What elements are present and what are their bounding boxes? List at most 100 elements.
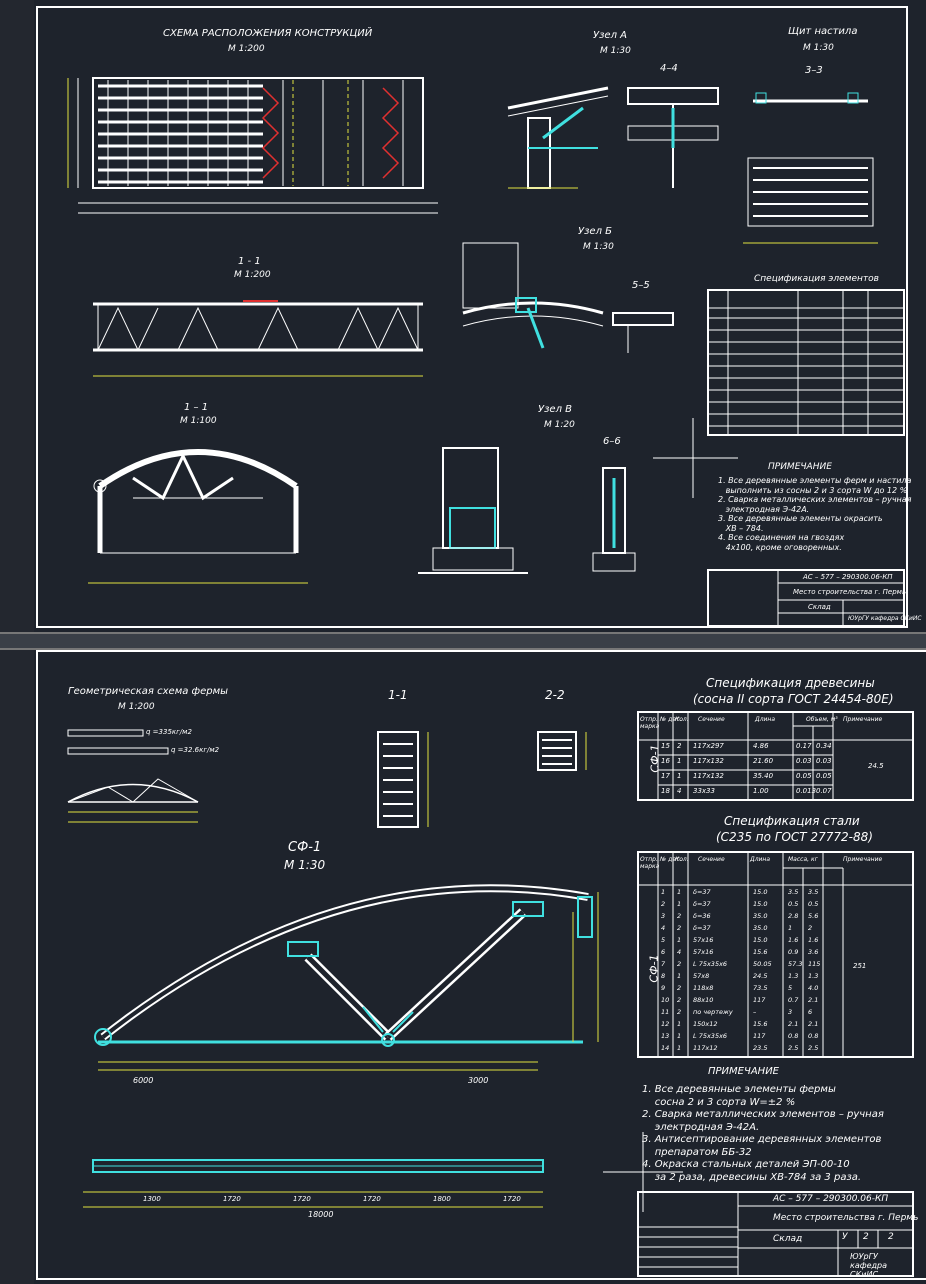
table-cell: 1 bbox=[677, 936, 682, 944]
section-1-1-scale-b: М 1:100 bbox=[180, 416, 217, 426]
section-1-1-title-a: 1 - 1 bbox=[238, 256, 261, 267]
stamp2-sheet-type: У bbox=[842, 1232, 848, 1242]
table-cell: 11 bbox=[661, 1008, 670, 1016]
table-cell: 0.34 bbox=[816, 742, 832, 750]
note-line: 3. Все деревянные элементы окрасить bbox=[718, 514, 883, 523]
table-cell: 35.40 bbox=[753, 772, 774, 780]
table-cell: 115 bbox=[808, 960, 821, 968]
table-cell: 0.5 bbox=[788, 900, 799, 908]
table-total: 24.5 bbox=[868, 762, 884, 770]
table-cell: δ=37 bbox=[693, 924, 711, 932]
table-cell: 13 bbox=[661, 1032, 670, 1040]
sheet-separator bbox=[0, 632, 926, 650]
table-cell: 0.8 bbox=[788, 1032, 799, 1040]
uzel-b-title: Узел Б bbox=[578, 226, 612, 237]
table-cell: 0.8 bbox=[808, 1032, 819, 1040]
stamp2-place: Место строительства г. Пермь bbox=[773, 1213, 919, 1223]
table-cell: 4 bbox=[661, 924, 666, 932]
table-cell: 3 bbox=[661, 912, 666, 920]
section-4-4 bbox=[627, 87, 719, 188]
stamp2-sheet-total: 2 bbox=[888, 1232, 894, 1242]
table-header: Кол. bbox=[675, 856, 689, 863]
table-cell: 2.1 bbox=[788, 1020, 799, 1028]
uzel-v-scale: М 1:20 bbox=[544, 420, 575, 430]
table-cell: 1 bbox=[677, 772, 682, 780]
table-cell: 8 bbox=[661, 972, 666, 980]
table-cell: 15.0 bbox=[753, 888, 768, 896]
note-line: 4. Все соединения на гвоздях bbox=[718, 533, 845, 542]
table-cell: 57x8 bbox=[693, 972, 710, 980]
shchit-scale: М 1:30 bbox=[803, 43, 834, 53]
table-cell: 35.0 bbox=[753, 912, 768, 920]
sheet2-drawing bbox=[67, 711, 914, 1277]
table-cell: 16 bbox=[661, 757, 670, 765]
table-cell: 4.0 bbox=[808, 984, 819, 992]
shchit-title: Щит настила bbox=[788, 26, 858, 37]
geom-scale: М 1:200 bbox=[118, 702, 155, 712]
note-line: за 2 раза, древесины ХВ-784 за 3 раза. bbox=[642, 1171, 862, 1183]
dimension-label: 1720 bbox=[293, 1195, 311, 1203]
plan-layout bbox=[67, 77, 438, 214]
table-cell: 1.6 bbox=[808, 936, 819, 944]
table-total: 251 bbox=[853, 962, 867, 970]
table-cell: 0.7 bbox=[788, 996, 799, 1004]
table-cell: 15.6 bbox=[753, 1020, 768, 1028]
note-line: 2. Сварка металлических элементов – ручн… bbox=[642, 1109, 884, 1120]
table-cell: 2 bbox=[677, 1008, 682, 1016]
table-cell: 1 bbox=[677, 888, 682, 896]
table-cell: 33x33 bbox=[693, 787, 715, 795]
table-cell: 2 bbox=[808, 924, 813, 932]
table-mark: СФ-1 bbox=[647, 954, 661, 983]
table-cell: 2.5 bbox=[808, 1044, 819, 1052]
table-header: Длина bbox=[755, 716, 776, 723]
note-line: 4. Окраска стальных деталей ЭП-00-10 bbox=[642, 1159, 850, 1170]
table-cell: 14 bbox=[661, 1044, 670, 1052]
spec-elements-title: Спецификация элементов bbox=[754, 274, 879, 284]
table-header: Объем, м³ bbox=[806, 716, 838, 723]
table-cell: 5.6 bbox=[808, 912, 819, 920]
uzel-b-detail bbox=[462, 242, 604, 349]
table-cell: 57x16 bbox=[693, 936, 714, 944]
bottom-chord-plan bbox=[83, 1159, 544, 1208]
note-line: препаратом ББ-32 bbox=[642, 1146, 752, 1158]
table-cell: 4.86 bbox=[753, 742, 769, 750]
table-cell: 117x12 bbox=[693, 1044, 718, 1052]
dimension-label: 1720 bbox=[503, 1195, 521, 1203]
table-cell: 1 bbox=[788, 924, 793, 932]
table-cell: L 75x35x6 bbox=[693, 960, 728, 968]
table-cell: 15.0 bbox=[753, 900, 768, 908]
table-cell: 88x10 bbox=[693, 996, 714, 1004]
table-header: № дет. bbox=[660, 856, 682, 863]
table-cell: δ=37 bbox=[693, 888, 711, 896]
section-1-1-m200 bbox=[93, 300, 423, 377]
plan-scale: М 1:200 bbox=[228, 44, 265, 54]
table-cell: δ=36 bbox=[693, 912, 711, 920]
table-cell: 17 bbox=[661, 772, 670, 780]
table-cell: 12 bbox=[661, 1020, 670, 1028]
table-cell: 73.5 bbox=[753, 984, 768, 992]
table-cell: 1 bbox=[677, 900, 682, 908]
table-header: Сечение bbox=[698, 856, 725, 863]
table-cell: 15.0 bbox=[753, 936, 768, 944]
table-cell: 21.60 bbox=[753, 757, 774, 765]
stamp1-object: Склад bbox=[808, 603, 831, 611]
section-1-1-sheet2 bbox=[377, 731, 429, 828]
table-cell: 2 bbox=[661, 900, 666, 908]
stamp2-dept: ЮУрГУ кафедра СКиИС bbox=[850, 1252, 888, 1279]
table-cell: 57.3 bbox=[788, 960, 803, 968]
table-cell: 1 bbox=[677, 757, 682, 765]
section-2-2-label: 2-2 bbox=[545, 688, 565, 702]
table-cell: 3.5 bbox=[788, 888, 799, 896]
table-cell: 1.00 bbox=[753, 787, 769, 795]
notes2-title: ПРИМЕЧАНИЕ bbox=[708, 1066, 779, 1077]
table-header: Длина bbox=[750, 856, 771, 863]
table-cell: 0.07 bbox=[816, 787, 832, 795]
table-cell: 117 bbox=[753, 1032, 766, 1040]
table-header: Примечание bbox=[843, 716, 883, 723]
table-cell: 1 bbox=[677, 1020, 682, 1028]
table-cell: 1.6 bbox=[788, 936, 799, 944]
note-line: выполнить из сосны 2 и 3 сорта W до 12 % bbox=[718, 485, 908, 495]
drawing-sheet-1: СХЕМА РАСПОЛОЖЕНИЯ КОНСТРУКЦИЙ М 1:200 У… bbox=[36, 6, 922, 628]
title-block-2 bbox=[637, 1191, 914, 1277]
